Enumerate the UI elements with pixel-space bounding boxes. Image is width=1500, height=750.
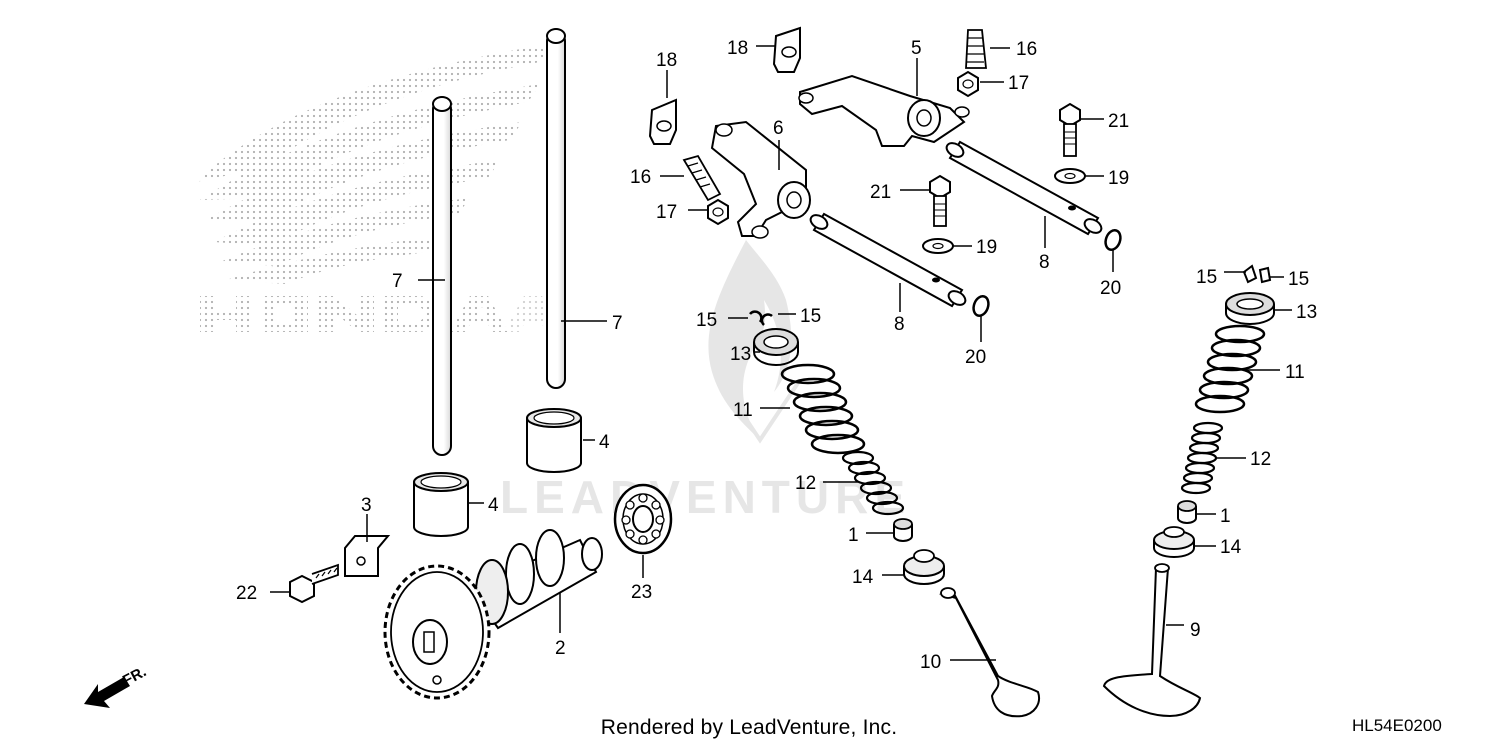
callout-retainer-right: 13 [1296,302,1317,323]
camshaft [383,529,603,700]
leadventure-watermark: LEADVENTURE [500,240,911,523]
inner-valve-spring-left [841,450,905,516]
sealing-washer-left [922,238,954,254]
callout-snap-ring-left: 20 [965,347,986,368]
valve-lifter-left [413,472,469,537]
honda-lettering [200,296,562,332]
rendered-by-credit: Rendered by LeadVenture, Inc. [600,716,898,739]
valve-stem-seal-left [893,518,913,542]
callout-lifter-left: 4 [488,495,499,516]
callout-cotter-left-a: 15 [696,310,717,331]
callout-washer-left: 19 [976,237,997,258]
push-rod-right [546,28,566,389]
callout-push-rod-left: 7 [392,271,403,292]
callout-guide-plate-left: 18 [656,50,677,71]
callout-spring-seat-right: 14 [1220,537,1242,558]
callout-intake-valve: 9 [1190,620,1201,641]
callout-labels: 7 7 4 4 3 22 2 23 18 18 16 16 17 17 6 5 … [236,38,1317,673]
callout-inner-spring-left: 12 [795,473,816,494]
leadventure-text: LEADVENTURE [500,471,911,523]
callout-lifter-right: 4 [599,432,610,453]
callout-exhaust-valve: 10 [920,652,941,673]
rocker-arm-intake [710,120,811,239]
callout-bearing: 23 [631,582,652,603]
intake-valve [1102,563,1202,718]
callout-adjusting-screw-left: 16 [630,167,651,188]
rocker-arm-guide-plate-left [648,98,677,145]
valve-spring-retainer-left [753,328,799,366]
callout-bolt: 22 [236,583,257,604]
callout-cotter-left-b: 15 [800,306,821,327]
lock-nut-left [707,198,729,226]
outer-valve-spring-right [1194,324,1266,414]
shaft-bolt-right [1059,102,1081,157]
callout-spring-seat-left: 14 [852,567,874,588]
callout-rocker-arm-intake: 6 [773,118,784,139]
sealing-washer-right [1054,168,1086,184]
callout-snap-ring-right: 20 [1100,278,1121,299]
exhaust-valve [938,587,1040,718]
callout-outer-spring-right: 11 [1285,362,1305,383]
callout-cotter-right-b: 15 [1288,269,1309,290]
push-rod-left [432,96,452,456]
tappet-adjusting-screw-left [682,154,722,202]
lifter-plate [344,535,391,577]
rocker-arm-exhaust [798,74,970,147]
rocker-arm-shaft-right [945,140,1103,236]
callout-adjusting-screw-right: 16 [1016,39,1037,60]
valve-spring-retainer-right [1225,292,1275,325]
callout-push-rod-right: 7 [612,313,623,334]
callout-shaft-right: 8 [1039,252,1050,273]
diagram-code: HL54E0200 [1352,716,1442,735]
callout-shaft-bolt-left: 21 [870,182,891,203]
callout-stem-seal-right: 1 [1220,506,1231,527]
leader-lines [270,45,1292,661]
valve-spring-seat-right [1153,526,1195,558]
shaft-bolt-left [929,174,951,227]
callout-lock-nut-left: 17 [656,202,677,223]
lock-nut-right [957,70,979,98]
valve-cotters-left [749,310,773,326]
callout-retainer-left: 13 [730,344,751,365]
cam-gear [383,564,491,700]
callout-inner-spring-right: 12 [1250,449,1271,470]
callout-camshaft: 2 [555,638,566,659]
snap-ring-right [1104,229,1122,251]
callout-plate: 3 [361,495,372,516]
callout-cotter-right-a: 15 [1196,267,1217,288]
callout-washer-right: 19 [1108,168,1129,189]
flange-bolt [289,563,339,604]
honda-wing-watermark [196,44,562,332]
callout-lock-nut-right: 17 [1008,73,1029,94]
valve-cotters-right [1242,264,1272,284]
front-direction-indicator: FR. [84,663,149,708]
callout-rocker-arm-exhaust: 5 [911,38,922,59]
inner-valve-spring-right [1180,421,1224,495]
valve-spring-seat-left [903,549,945,585]
callout-outer-spring-left: 11 [733,400,753,421]
callout-stem-seal-left: 1 [848,525,859,546]
valve-stem-seal-right [1177,500,1197,524]
rocker-arm-guide-plate-right [772,26,801,73]
callout-shaft-left: 8 [894,314,905,335]
tappet-adjusting-screw-right [965,29,987,69]
rocker-arm-shaft-left [809,212,967,308]
snap-ring-left [972,295,990,317]
radial-ball-bearing [613,483,673,555]
outer-valve-spring-left [780,363,866,455]
valve-lifter-right [526,408,582,473]
callout-guide-plate-right: 18 [727,38,748,59]
callout-shaft-bolt-right: 21 [1108,111,1129,132]
